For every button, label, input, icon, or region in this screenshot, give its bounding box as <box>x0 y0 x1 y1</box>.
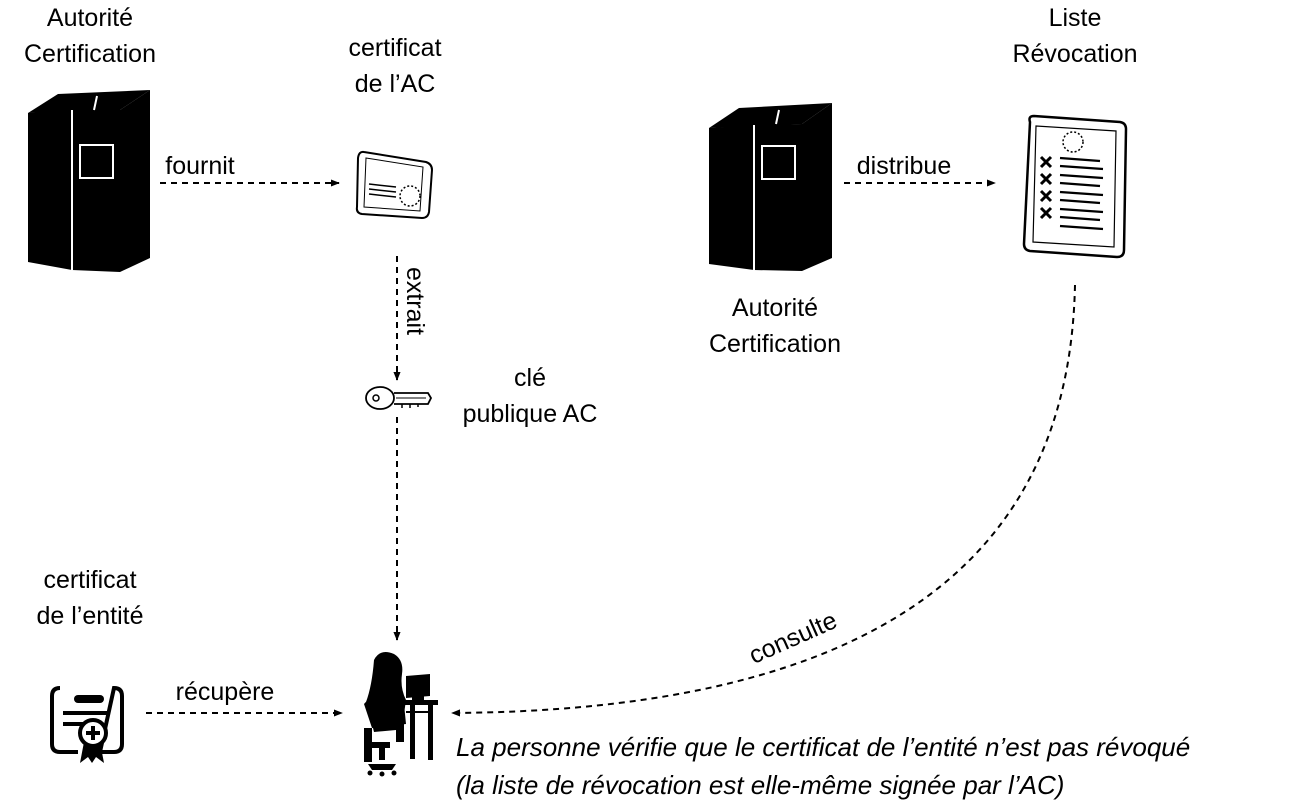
public-key-label-line2: publique AC <box>462 400 598 428</box>
ca-left-label-line1: Autorité <box>46 4 134 32</box>
ca-right-label: Autorité Certification <box>690 290 860 362</box>
ca-left-label-line2: Certification <box>24 40 156 68</box>
ca-cert-label-line1: certificat <box>348 34 442 62</box>
entity-cert-label-line1: certificat <box>43 566 137 594</box>
arrow-consults <box>451 284 1076 717</box>
ca-right-label-line1: Autorité <box>731 294 819 322</box>
revocation-list-label: Liste Révocation <box>990 0 1160 72</box>
ca-cert-label-line2: de l’AC <box>354 70 436 98</box>
revocation-list-icon <box>1022 114 1128 259</box>
caption: La personne vérifie que le certificat de… <box>456 728 1291 804</box>
entity-cert-label: certificat de l’entité <box>10 562 170 634</box>
certificate-badge-icon <box>50 685 124 763</box>
caption-line2: (la liste de révocation est elle-même si… <box>456 770 1065 800</box>
edge-label-distributes: distribue <box>856 152 952 180</box>
ca-cert-label: certificat de l’AC <box>310 30 480 102</box>
ca-right-label-line2: Certification <box>709 330 841 358</box>
edge-label-provides: fournit <box>165 152 235 180</box>
revocation-list-label-line1: Liste <box>1048 4 1102 32</box>
server-icon <box>28 90 150 272</box>
entity-cert-label-line2: de l’entité <box>36 602 144 630</box>
key-icon <box>365 386 433 410</box>
edge-label-extracts: extrait <box>401 266 429 336</box>
caption-line1: La personne vérifie que le certificat de… <box>456 732 1191 762</box>
certificate-icon <box>355 150 434 220</box>
ca-left-label: Autorité Certification <box>0 0 180 72</box>
public-key-label-line1: clé <box>514 364 546 392</box>
public-key-label: clé publique AC <box>440 360 620 432</box>
revocation-list-label-line2: Révocation <box>1012 40 1138 68</box>
edge-label-retrieves: récupère <box>175 678 275 706</box>
person-at-computer-icon <box>364 652 438 777</box>
server-icon <box>709 103 832 271</box>
